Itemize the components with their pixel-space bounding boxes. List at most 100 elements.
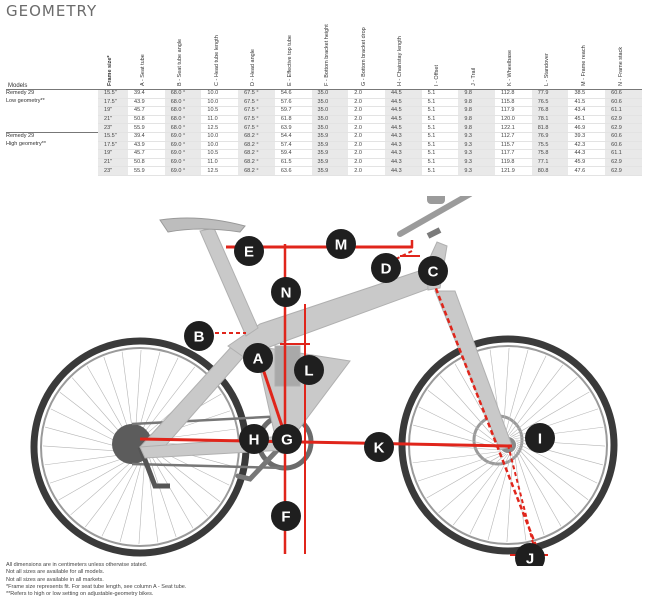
spoke <box>502 347 510 438</box>
table-cell: 62.9 <box>605 123 642 133</box>
table-cell: 117.7 <box>495 149 532 159</box>
column-header: G - Bottom bracket drop <box>348 10 385 88</box>
label-letter: C <box>428 264 439 281</box>
footnote: *Frame size represents fit. For seat tub… <box>6 583 187 590</box>
frame-size-cell: 21" <box>98 158 129 168</box>
table-cell: 80.8 <box>531 166 569 176</box>
column-header-label: Frame size* <box>107 55 113 86</box>
table-cell: 35.9 <box>311 149 349 159</box>
table-cell: 62.9 <box>605 166 642 176</box>
label-letter: A <box>253 351 264 368</box>
table-cell: 45.7 <box>128 149 165 159</box>
column-header: M - Frame reach <box>569 10 606 88</box>
column-header: F - Bottom bracket height <box>312 10 349 88</box>
column-header: A - Seat tube <box>128 10 165 88</box>
table-cell: 9.8 <box>458 123 496 133</box>
footnote: Not all sizes are available in all marke… <box>6 576 104 583</box>
spoke <box>58 455 137 501</box>
table-cell: 77.9 <box>531 89 569 99</box>
label-badge <box>364 432 394 462</box>
frame-size-cell: 17.5" <box>98 141 129 151</box>
label-letter: D <box>381 261 392 278</box>
spoke <box>147 451 177 538</box>
table-cell: 35.0 <box>311 89 349 99</box>
table-cell: 39.3 <box>568 131 606 142</box>
label-letter: H <box>249 432 260 449</box>
diagram-label-k: K <box>364 432 394 462</box>
diagram-label-n: N <box>271 277 301 307</box>
column-header: H - Chainstay length <box>385 10 422 88</box>
table-cell: 68.2 ° <box>238 166 275 176</box>
footnote: **Refers to high or low setting on adjus… <box>6 591 154 598</box>
table-cell: 69.0 ° <box>164 141 202 151</box>
model-cell <box>6 158 98 167</box>
table-cell: 9.3 <box>458 166 496 176</box>
diagram-label-b: B <box>184 321 214 351</box>
table-cell: 67.5 ° <box>238 98 275 108</box>
table-cell: 44.3 <box>384 149 422 159</box>
table-cell: 78.1 <box>531 115 569 125</box>
table-cell: 5.1 <box>421 149 459 159</box>
table-cell: 77.1 <box>531 158 569 168</box>
spoke <box>119 455 144 543</box>
table-cell: 5.1 <box>421 141 459 151</box>
diagram-label-j: J <box>515 543 545 566</box>
table-cell: 81.8 <box>531 123 569 133</box>
table-cell: 9.3 <box>458 141 496 151</box>
table-cell: 10.5 <box>201 149 239 159</box>
label-letter: M <box>335 237 348 254</box>
model-cell: Remedy 29 <box>6 131 99 142</box>
frame-size-cell: 15.5" <box>98 131 129 142</box>
table-cell: 5.1 <box>421 115 459 125</box>
spoke <box>426 453 505 499</box>
table-cell: 69.0 ° <box>164 166 202 176</box>
column-header: Frame size* <box>98 10 128 88</box>
table-cell: 75.8 <box>531 149 569 159</box>
spoke <box>101 455 143 537</box>
column-header-label: L - Standover <box>544 53 551 86</box>
table-cell: 68.2 ° <box>238 149 275 159</box>
table-cell: 2.0 <box>348 131 385 142</box>
diagram-label-c: C <box>418 256 448 286</box>
table-cell: 41.5 <box>568 98 606 108</box>
table-cell: 115.8 <box>495 98 532 108</box>
column-header-label: A - Seat tube <box>140 54 147 86</box>
table-cell: 44.5 <box>384 89 422 99</box>
model-cell: Low geometry** <box>6 98 45 105</box>
label-badge <box>294 355 324 385</box>
spoke <box>137 357 179 439</box>
table-cell: 44.5 <box>384 106 422 116</box>
frame-size-cell: 19" <box>98 106 129 116</box>
spoke <box>507 364 564 437</box>
table-cell: 45.9 <box>568 158 606 168</box>
table-cell: 10.0 <box>201 141 239 151</box>
column-header-label: N - Frame stack <box>617 46 624 86</box>
column-header-label: G - Bottom bracket drop <box>360 27 367 86</box>
table-cell: 44.3 <box>384 158 422 168</box>
table-cell: 10.0 <box>201 98 239 108</box>
table-cell: 9.8 <box>458 98 496 108</box>
table-cell: 9.8 <box>458 115 496 125</box>
column-header: I - Offset <box>422 10 459 88</box>
spoke <box>418 406 500 448</box>
table-cell: 2.0 <box>348 158 385 168</box>
spoke <box>439 375 500 444</box>
spoke <box>511 391 590 437</box>
table-cell: 60.6 <box>605 98 642 108</box>
model-cell <box>6 167 98 176</box>
spoke <box>438 453 507 514</box>
label-badge <box>326 229 356 259</box>
table-cell: 59.7 <box>274 106 312 116</box>
table-cell: 63.6 <box>274 166 312 176</box>
model-cell <box>6 115 98 124</box>
table-cell: 5.1 <box>421 98 459 108</box>
spoke <box>509 376 578 437</box>
table-cell: 35.9 <box>311 158 349 168</box>
table-cell: 61.1 <box>605 149 642 159</box>
